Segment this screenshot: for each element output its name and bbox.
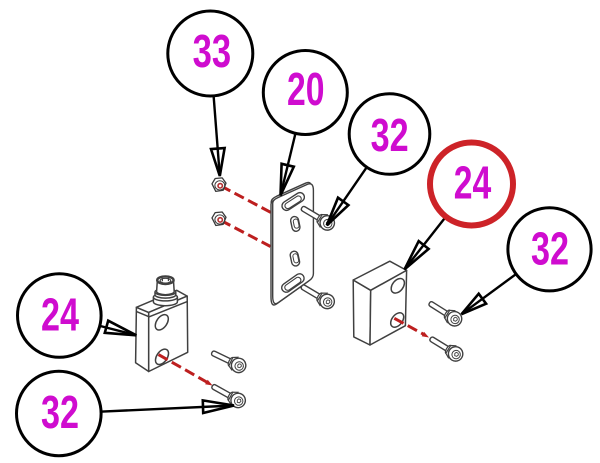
svg-text:24: 24 xyxy=(454,157,492,209)
svg-text:24: 24 xyxy=(41,289,79,341)
svg-text:20: 20 xyxy=(287,63,325,115)
svg-text:32: 32 xyxy=(41,386,79,438)
svg-text:33: 33 xyxy=(193,25,232,77)
svg-text:32: 32 xyxy=(371,109,409,161)
svg-text:32: 32 xyxy=(531,223,569,275)
